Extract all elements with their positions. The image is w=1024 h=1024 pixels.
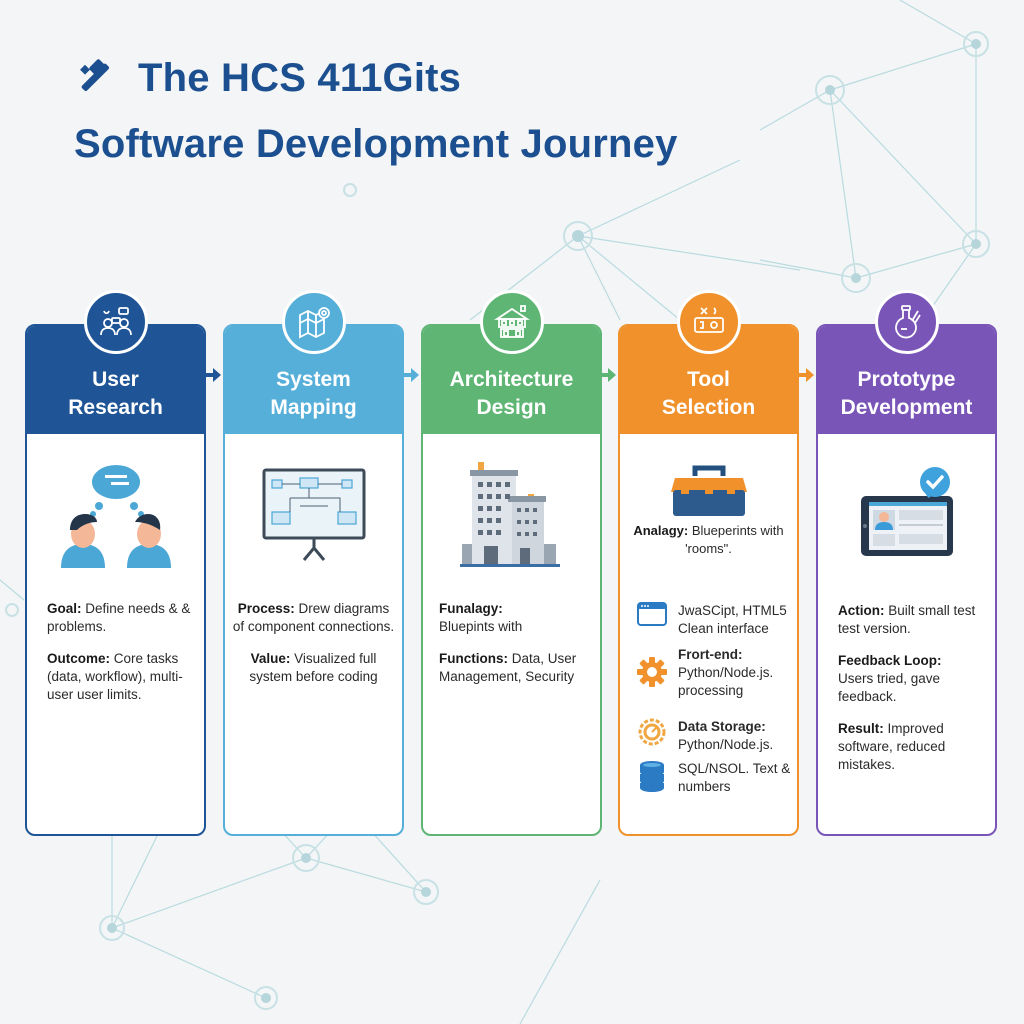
arrow-right-icon	[403, 368, 419, 382]
storage-gear-icon	[636, 718, 668, 746]
detail-text: Core tasks (data, workflow), multi-user …	[47, 651, 183, 702]
analogy-value: Blueperints with 'rooms".	[685, 523, 784, 556]
tablet-checkmark-illustration	[818, 466, 995, 558]
stage-title-line-1: Prototype	[857, 368, 956, 391]
detail-text: Built small test test version.	[838, 603, 976, 636]
tool-item: Frort-end: Python/Node.js. processing	[636, 646, 791, 700]
stage-details: Funalagy: Bluepints with Functions: Data,…	[439, 600, 590, 700]
building-blueprint-icon	[479, 290, 544, 354]
detail-label: Feedback Loop:	[838, 653, 942, 668]
analogy-label: Analagy:	[633, 523, 689, 538]
detail-label: Goal:	[47, 601, 82, 616]
stage-details: Action: Built small test test version. F…	[838, 602, 985, 788]
stage-title-line-2: Selection	[661, 396, 756, 419]
stage-title-line-2: Development	[840, 396, 973, 419]
stage-title-line-1: Tool	[687, 368, 730, 391]
detail-text: Users tried, gave feedback.	[838, 671, 941, 704]
title-block: The HCS 411Gits Software Development Jou…	[74, 52, 678, 164]
stage-title-line-2: Mapping	[270, 396, 357, 419]
detail-label: Process:	[237, 601, 295, 616]
tool-item: SQL/NSOL. Text & numbers	[636, 760, 791, 796]
database-icon	[636, 760, 668, 792]
stage-title-line-2: Research	[68, 396, 163, 419]
detail-label: Result:	[838, 721, 884, 736]
detail-label: Action:	[838, 603, 885, 618]
stage-title-line-1: System	[276, 368, 351, 391]
detail-text: Improved software, reduced mistakes.	[838, 721, 946, 772]
map-pin-icon	[281, 290, 346, 354]
stage-details: Goal: Define needs & & problems. Outcome…	[47, 600, 194, 718]
detail-label: Outcome:	[47, 651, 111, 666]
two-people-chatting-illustration	[27, 458, 204, 570]
stage-title-line-2: Design	[476, 396, 547, 419]
tool-label: Data Storage:	[678, 719, 766, 734]
tool-item: JwaSCipt, HTML5 Clean interface	[636, 602, 791, 638]
stage-card-prototype-development: Prototype Development Action: Built smal…	[816, 290, 997, 836]
flask-icon	[874, 290, 939, 354]
arrow-right-icon	[205, 368, 221, 382]
toolkit-icon	[676, 290, 741, 354]
tool-text: Python/Node.js. processing	[678, 665, 774, 698]
gear-icon	[636, 646, 668, 688]
stage-card-tool-selection: Tool Selection Analagy: Blueperints with…	[618, 290, 799, 836]
stage-header: Architecture Design	[423, 326, 600, 434]
tool-item: Data Storage: Python/Node.js.	[636, 718, 791, 754]
detail-label: Value:	[250, 651, 291, 666]
stage-card-architecture-design: Architecture Design	[421, 290, 602, 836]
office-buildings-illustration	[423, 460, 600, 570]
tools-icon	[80, 59, 110, 92]
stage-title-line-1: User	[92, 368, 139, 391]
detail-text: Data, User Management, Security	[439, 651, 577, 684]
browser-window-icon	[636, 602, 668, 626]
whiteboard-diagram-illustration	[225, 466, 402, 562]
tool-text: Python/Node.js.	[678, 737, 774, 752]
stage-title-line-1: Architecture	[449, 368, 574, 391]
detail-text: Bluepints with	[439, 619, 523, 634]
title-row: The HCS 411Gits	[74, 52, 678, 104]
user-collaboration-icon	[83, 290, 148, 354]
stage-details: Process: Drew diagrams of component conn…	[231, 600, 396, 700]
detail-text: Visualized full system before coding	[249, 651, 378, 684]
title-line-1: The HCS 411Gits	[138, 56, 462, 100]
detail-text: Drew diagrams of component connections.	[232, 601, 395, 634]
analogy-text: Analagy: Blueperints with 'rooms".	[626, 522, 791, 558]
tool-text: SQL/NSOL. Text & numbers	[678, 761, 791, 794]
stage-header: Prototype Development	[818, 326, 995, 434]
detail-label: Functions:	[439, 651, 508, 666]
stage-card-system-mapping: System Mapping Process: Drew diagrams of…	[223, 290, 404, 836]
detail-label: Funalagy:	[439, 601, 503, 616]
detail-text: Define needs & & problems.	[47, 601, 191, 634]
toolbox-illustration	[620, 464, 797, 518]
arrow-right-icon	[600, 368, 616, 382]
tool-label: Frort-end:	[678, 647, 743, 662]
tool-text: JwaSCipt, HTML5 Clean interface	[678, 603, 787, 636]
title-line-2: Software Development Journey	[74, 122, 678, 166]
stage-card-user-research: User Research Goal: Define needs & & pro…	[25, 290, 206, 836]
arrow-right-icon	[798, 368, 814, 382]
